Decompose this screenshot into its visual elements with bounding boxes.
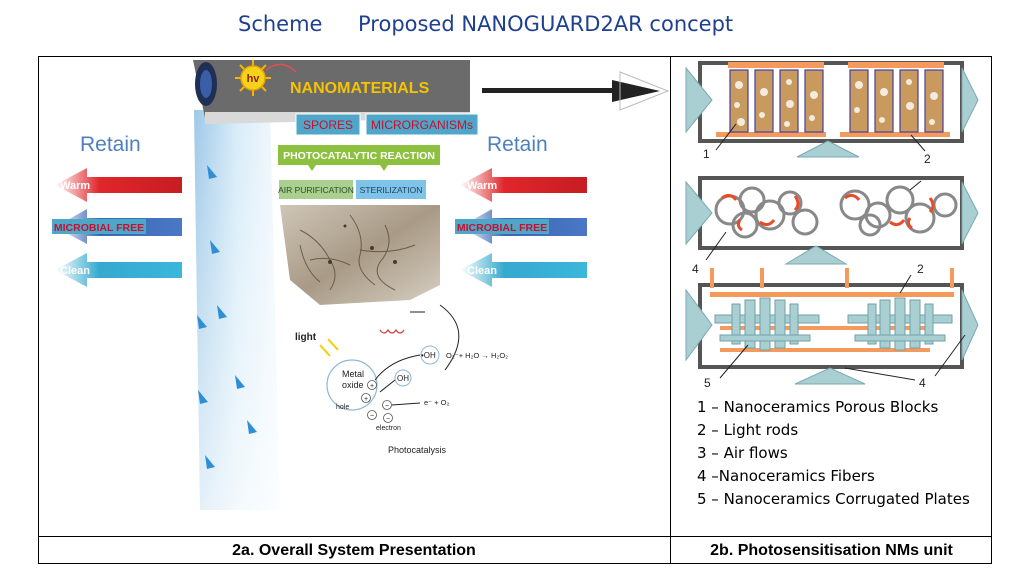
photocatalysis-schematic: + + − − −: [319, 304, 460, 423]
photocatalysis-caption: Photocatalysis: [388, 445, 447, 455]
air-purification-tab-bg: [279, 180, 353, 199]
microbial-label-left: MICROBIAL FREE: [54, 222, 144, 234]
svg-text:−: −: [370, 413, 374, 420]
photocatalytic-title: PHOTOCATALYTIC REACTION: [283, 150, 435, 162]
reaction-label-1: O₂⁻+ H₂O → H₂O₂: [446, 351, 508, 360]
oh-label: OH: [397, 374, 409, 383]
clean-label-right: Clean: [467, 265, 497, 277]
spores-tag-bg: [295, 113, 361, 136]
light-label: light: [295, 332, 317, 343]
sterilization-tab-bg: [356, 180, 426, 199]
metal-oxide-label-1: Metal: [342, 369, 364, 379]
caption-overall-system: 2a. Overall System Presentation: [232, 542, 476, 559]
microbial-tag-right-bg: [455, 219, 549, 234]
sterilization-tab: STERILIZATION: [360, 185, 423, 195]
sun-label: hv: [247, 73, 261, 85]
title-scheme: Scheme: [238, 12, 323, 36]
microorganisms-tag-bg: [365, 113, 479, 136]
caption-photosensitisation-unit: 2b. Photosensitisation NMs unit: [710, 542, 953, 559]
legend-item-2: 2 – Light rods: [697, 421, 799, 439]
warm-label-left: Warm: [60, 180, 90, 192]
reaction-label-2: e⁻ + O₂: [424, 398, 450, 407]
unit-porous-blocks: [685, 61, 979, 158]
clean-arrow-right: [460, 253, 587, 287]
svg-text:−: −: [386, 416, 390, 423]
light-ray-curve: [265, 63, 297, 73]
svg-text:−: −: [385, 403, 389, 410]
panel-divider-vertical: [670, 56, 671, 564]
callout-4-mid: 4: [692, 262, 699, 276]
title-concept: Proposed NANOGUARD2AR concept: [358, 12, 734, 36]
spores-tag: SPORES: [303, 118, 353, 132]
electron-label: electron: [376, 425, 401, 432]
pointer-icon: [380, 165, 388, 171]
unit-fibers: [685, 176, 979, 265]
air-curtain: [194, 110, 284, 510]
downflow-arrows: [197, 165, 257, 469]
figure-frame: [38, 56, 992, 564]
pointer-icon: [308, 165, 316, 171]
micrograph-image: [280, 205, 440, 305]
callout-4-bottom: 4: [919, 376, 926, 390]
legend-item-1: 1 – Nanoceramics Porous Blocks: [697, 398, 939, 416]
callout-2-bottom: 2: [917, 262, 924, 276]
callout-2-top: 2: [924, 152, 931, 166]
clean-arrow-left: [55, 253, 182, 287]
nanomaterials-banner: NANOMATERIALS: [290, 80, 430, 97]
metal-oxide-label-2: oxide: [342, 380, 364, 390]
retain-left-label: Retain: [80, 133, 141, 156]
clean-label-left: Clean: [60, 265, 90, 277]
hole-label: hole: [336, 404, 349, 411]
microbial-label-right: MICROBIAL FREE: [457, 222, 547, 234]
svg-text:+: +: [370, 383, 374, 390]
caption-divider: [38, 536, 992, 537]
svg-text:+: +: [364, 396, 368, 403]
sun-icon: [235, 60, 271, 96]
legend-item-3: 3 – Air flows: [697, 444, 788, 462]
microorganisms-tag: MICRORGANISMs: [371, 118, 473, 132]
photocatalytic-title-bg: [278, 145, 440, 165]
warm-label-right: Warm: [467, 180, 497, 192]
legend-item-4: 4 –Nanoceramics Fibers: [697, 467, 875, 485]
to-unit-arrow: [482, 71, 670, 111]
microbial-tag-left-bg: [52, 219, 146, 234]
warm-arrow-left: [55, 168, 182, 202]
retain-right-label: Retain: [487, 133, 548, 156]
oh-radical-label: •OH: [421, 351, 436, 360]
unit-corrugated-plates: [685, 268, 979, 385]
legend-item-5: 5 – Nanoceramics Corrugated Plates: [697, 490, 970, 508]
callout-5: 5: [704, 376, 711, 390]
warm-arrow-right: [460, 168, 587, 202]
callout-1: 1: [703, 147, 710, 161]
air-purification-tab: AIR PURIFICATION: [278, 185, 354, 195]
